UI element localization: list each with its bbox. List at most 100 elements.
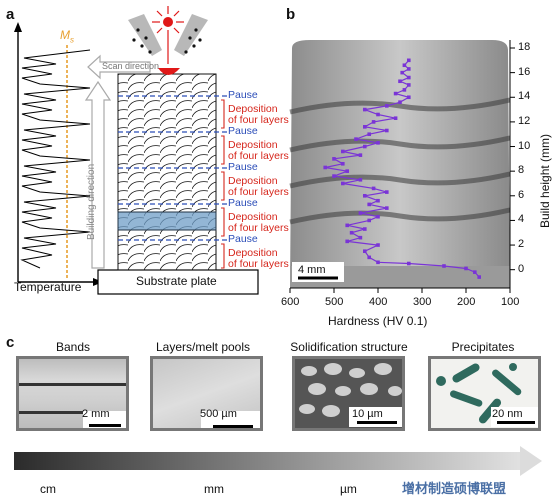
scan-direction-label: Scan direction: [102, 61, 160, 71]
hardness-point: [363, 249, 367, 254]
hardness-point: [367, 255, 371, 260]
hardness-point: [363, 227, 367, 231]
hardness-point: [371, 186, 376, 191]
y-tick-label: 14: [518, 90, 531, 103]
pause-label-1: Pause: [228, 89, 258, 101]
y-tick-label: 18: [518, 41, 531, 53]
y-tick-label: 12: [518, 114, 531, 127]
scale-label-mm: mm: [204, 482, 224, 496]
hardness-point: [407, 75, 411, 80]
hardness-point: [363, 193, 367, 198]
pause-label-3: Pause: [228, 161, 258, 173]
micrograph-layers: [150, 356, 263, 431]
panel-a-diagram: [14, 6, 259, 295]
hardness-point: [323, 165, 327, 170]
hardness-point: [407, 83, 411, 87]
substrate-label: Substrate plate: [136, 274, 217, 288]
panel-b-hardness-chart: [289, 40, 515, 293]
hardness-point: [371, 120, 376, 124]
hardness-point: [363, 144, 367, 149]
hardness-point: [358, 235, 363, 240]
watermark: 增材制造硕博联盟: [402, 481, 507, 496]
hardness-point: [363, 125, 367, 129]
x-tick-label: 100: [501, 296, 520, 308]
y-tick-label: 6: [518, 188, 525, 201]
thumb-title-layers: Layers/melt pools: [155, 340, 251, 354]
hardness-point: [393, 116, 398, 120]
x-tick-label: 600: [281, 296, 300, 308]
hardness-point: [341, 181, 345, 186]
y-tick-label: 16: [518, 65, 531, 78]
x-tick-label: 400: [369, 296, 388, 308]
panel-label-b: b: [286, 6, 296, 23]
hardness-point: [407, 67, 411, 71]
hardness-point: [376, 243, 380, 247]
hardness-point: [385, 104, 389, 108]
x-tick-label: 500: [325, 296, 344, 308]
thumb-title-precipitates: Precipitates: [451, 340, 515, 354]
micrograph-precipitates: [428, 356, 541, 431]
hardness-point: [341, 149, 345, 154]
thumb-title-solidification: Solidification structure: [290, 340, 408, 354]
y-tick-label: 10: [518, 139, 531, 152]
hardness-point: [345, 239, 349, 244]
hardness-point: [477, 275, 481, 279]
panel-b-scalebar: 4 mm: [298, 264, 326, 276]
hardness-point: [473, 270, 477, 274]
panel-label-a: a: [6, 6, 15, 23]
hardness-point: [376, 214, 380, 219]
scale-arrow-head: [520, 446, 542, 476]
hardness-point: [349, 230, 354, 235]
hardness-point: [341, 161, 345, 166]
scale-label-um: µm: [340, 482, 357, 496]
scale-gradient-bar: [14, 452, 524, 470]
hardness-point: [402, 88, 407, 92]
temperature-label: Temperature: [14, 280, 82, 294]
thumb-scale-solidification: 10 µm: [352, 408, 383, 420]
hardness-point: [385, 128, 389, 133]
hardness-point: [376, 112, 380, 117]
hardness-point: [345, 223, 349, 228]
hardness-point: [464, 266, 468, 271]
hardness-point: [393, 91, 398, 96]
hardness-series-line: [325, 59, 480, 278]
hardness-point: [376, 141, 380, 145]
micrograph-bands: [16, 356, 129, 431]
y-tick-label: 4: [518, 213, 525, 226]
thumb-title-bands: Bands: [55, 340, 91, 354]
hardness-point: [376, 260, 380, 265]
hardness-point: [398, 100, 402, 104]
thumb-scale-layers: 500 µm: [200, 408, 237, 420]
hardness-point: [367, 202, 371, 207]
hardness-point: [358, 153, 363, 157]
y-tick-label: 0: [518, 262, 525, 275]
building-direction-label: Building direction: [86, 163, 97, 240]
hardness-point: [407, 261, 411, 266]
panel-label-c: c: [6, 334, 15, 351]
thumb-scale-precipitates: 20 nm: [492, 408, 523, 420]
hardness-point: [400, 70, 404, 75]
hardness-point: [402, 63, 407, 68]
ms-label: Ms: [60, 28, 74, 45]
hardness-point: [363, 107, 367, 112]
hardness-point: [345, 169, 349, 173]
hardness-point: [385, 206, 389, 210]
hardness-point: [398, 79, 402, 84]
micrograph-solidification: [292, 356, 405, 431]
pause-label-2: Pause: [228, 125, 258, 137]
pause-label-4: Pause: [228, 197, 258, 209]
hardness-point: [385, 190, 389, 194]
y-tick-label: 2: [518, 238, 525, 251]
hardness-point: [376, 198, 380, 203]
hardness-point: [407, 95, 411, 100]
hardness-point: [367, 218, 371, 223]
hardness-point: [358, 211, 363, 215]
pause-label-5: Pause: [228, 233, 258, 245]
hardness-point: [332, 174, 336, 178]
hardness-point: [442, 264, 446, 268]
